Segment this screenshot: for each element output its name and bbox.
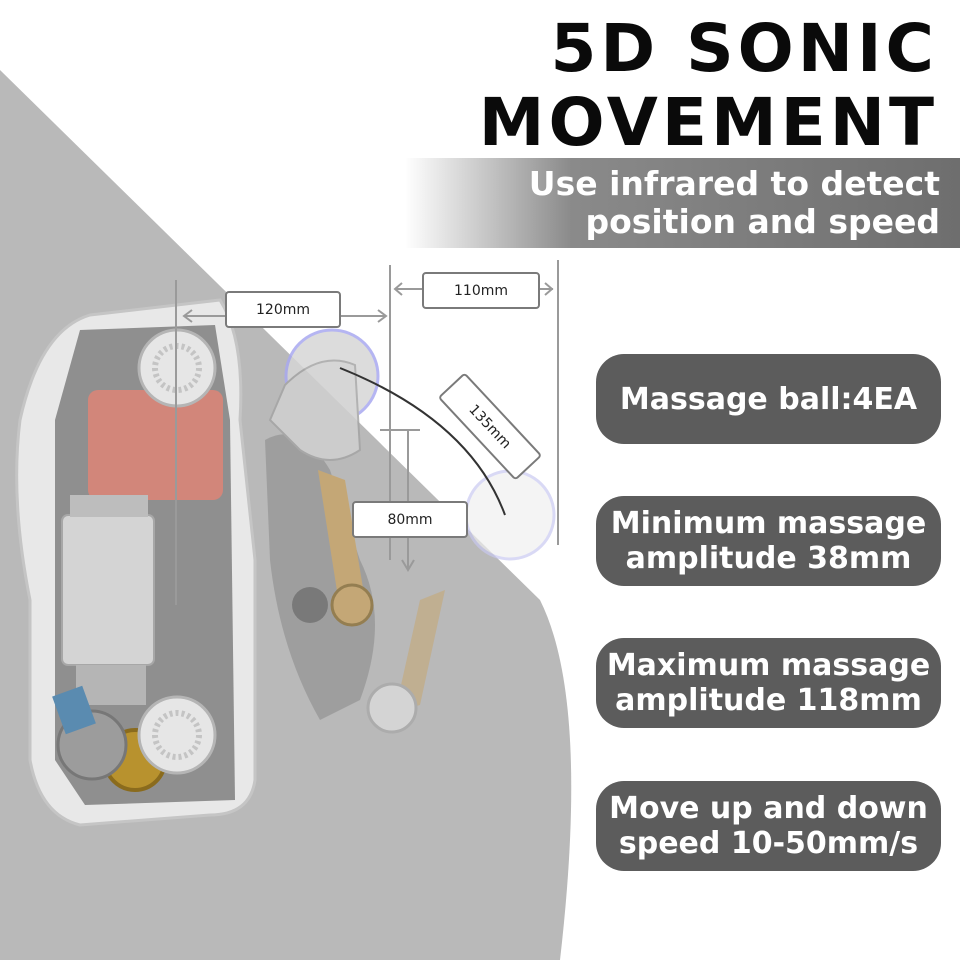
- gearbox: [76, 665, 146, 705]
- motor-cylinder: [61, 514, 155, 666]
- feature-pill-massage-balls: Massage ball:4EA: [596, 354, 941, 444]
- dimension-label-width-left: 120mm: [225, 291, 341, 328]
- lever-arm-2: [395, 590, 445, 712]
- feature-text-line-2: amplitude 38mm: [625, 541, 912, 576]
- ball-cover: [268, 359, 362, 461]
- subtitle-line-1: Use infrared to detect: [528, 164, 940, 203]
- arm-assembly: [265, 328, 556, 734]
- motor-cap: [70, 495, 148, 517]
- motor-housing: [88, 390, 223, 500]
- massage-ball-right: [464, 469, 556, 561]
- feature-text-line-1: Maximum massage: [606, 648, 931, 683]
- feature-text-line-1: Massage ball:4EA: [619, 381, 918, 417]
- feature-text-line-1: Minimum massage: [610, 506, 927, 541]
- subtitle-banner: [405, 158, 960, 248]
- arm-bracket: [265, 434, 375, 720]
- dimension-label-width-right: 110mm: [422, 272, 540, 309]
- headline-line-1: 5D SONIC: [550, 10, 938, 87]
- sensor-board: [52, 685, 96, 735]
- feature-pill-min-amplitude: Minimum massage amplitude 38mm: [596, 496, 941, 586]
- feature-text-line-2: amplitude 118mm: [615, 683, 922, 718]
- lever-arm-1: [318, 470, 365, 610]
- dimension-label-height: 80mm: [352, 501, 468, 538]
- headline-line-2: MOVEMENT: [478, 84, 938, 161]
- pivot-joint-1: [330, 583, 374, 627]
- pivot-joint-3: [366, 682, 418, 734]
- pivot-joint-2: [292, 587, 328, 623]
- lower-roller: [137, 695, 217, 775]
- feature-text-line-2: speed 10-50mm/s: [618, 826, 919, 861]
- feature-pill-max-amplitude: Maximum massage amplitude 118mm: [596, 638, 941, 728]
- feature-pill-speed: Move up and down speed 10-50mm/s: [596, 781, 941, 871]
- feature-text-line-1: Move up and down: [609, 791, 928, 826]
- subtitle-line-2: position and speed: [585, 202, 940, 241]
